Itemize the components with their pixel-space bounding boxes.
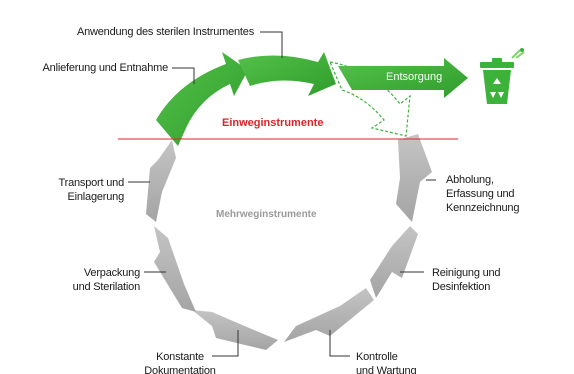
- leader-lines: [128, 31, 436, 357]
- step-label-line: Kontrolle: [356, 351, 398, 363]
- ring-segment-control: [284, 288, 374, 342]
- leader-line-delivery: [172, 67, 195, 84]
- step-label-control: Kontrolle und Wartung: [356, 350, 456, 374]
- ring-segment-documentation: [192, 310, 278, 350]
- step-label-line: Dokumentation: [144, 365, 216, 374]
- disposal-label: Entsorgung: [386, 71, 443, 83]
- step-label-cleaning: Reinigung und Desinfektion: [432, 266, 542, 294]
- step-label-line: Transport und: [58, 177, 125, 189]
- step-label-line: Anwendung des sterilen Instrumentes: [76, 26, 254, 38]
- recycle-bin-icon: [480, 48, 525, 104]
- step-label-line: Konstante: [156, 351, 204, 363]
- step-label-line: Abholung,: [446, 174, 494, 186]
- ring-segment-packaging: [154, 226, 196, 312]
- section-label-reusable: Mehrweginstrumente: [216, 209, 317, 220]
- leader-line-application: [260, 31, 283, 58]
- step-label-line: Erfassung und: [446, 188, 515, 200]
- step-label-packaging: Verpackung und Sterilation: [20, 266, 141, 294]
- step-label-pickup: Abholung, Erfassung und Kennzeichnung: [446, 173, 556, 215]
- leader-line-control: [329, 330, 350, 357]
- step-label-line: Anlieferung und Entnahme: [42, 62, 169, 74]
- step-label-line: Reinigung und: [432, 267, 501, 279]
- step-label-documentation: Konstante Dokumentation: [130, 350, 230, 374]
- step-label-application: Anwendung des sterilen Instrumentes: [54, 25, 254, 39]
- green-arrow-delivery: [156, 52, 248, 146]
- step-label-line: und Wartung: [356, 365, 417, 374]
- single-use-arrows: [156, 52, 468, 146]
- step-label-line: Einlagerung: [67, 191, 124, 203]
- step-label-transport: Transport und Einlagerung: [20, 176, 125, 204]
- step-label-delivery: Anlieferung und Entnahme: [20, 61, 169, 75]
- disposal-arrow: [338, 58, 468, 98]
- section-label-single-use: Einweginstrumente: [222, 117, 324, 129]
- step-label-line: Kennzeichnung: [446, 202, 520, 214]
- step-label-line: Desinfektion: [432, 281, 491, 293]
- leader-line-documentation: [212, 330, 239, 357]
- reusable-ring: [146, 134, 432, 350]
- green-arrow-application: [238, 52, 336, 96]
- ring-segment-transport: [146, 140, 176, 222]
- step-label-line: und Sterilation: [72, 281, 141, 293]
- step-label-line: Verpackung: [83, 267, 140, 279]
- ring-segment-cleaning: [370, 226, 418, 298]
- ring-segment-pickup: [396, 134, 432, 222]
